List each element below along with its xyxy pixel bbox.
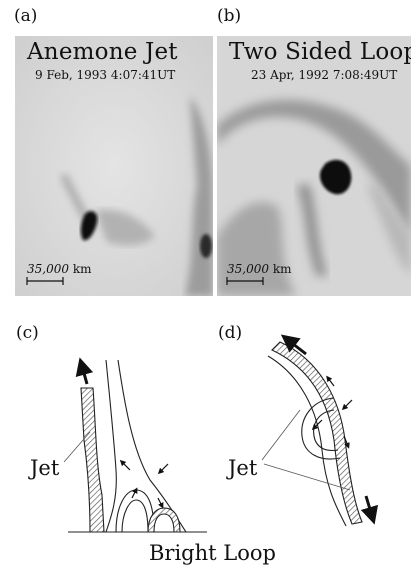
loop-arrow-d2 bbox=[328, 378, 334, 386]
field-line-c1 bbox=[106, 360, 116, 532]
loop-inner-c bbox=[122, 500, 148, 532]
jet-label-c: Jet bbox=[30, 456, 59, 480]
jet-leader-d1 bbox=[262, 410, 300, 460]
jet-arrow-c bbox=[82, 366, 87, 384]
bright-loop-label: Bright Loop bbox=[149, 541, 276, 565]
diagram-c bbox=[64, 360, 207, 532]
diagram-d bbox=[262, 340, 372, 526]
jet-column-c bbox=[81, 388, 104, 532]
jet-label-d: Jet bbox=[228, 456, 257, 480]
inflow-arrow-left-c bbox=[122, 462, 130, 470]
bright-arrow-c bbox=[158, 498, 162, 506]
loop-arrow-c bbox=[132, 490, 136, 498]
jet-arrow-down-d bbox=[366, 496, 372, 516]
inflow-arrow-right-c bbox=[160, 464, 168, 472]
inflow-arrow-d bbox=[344, 400, 352, 408]
